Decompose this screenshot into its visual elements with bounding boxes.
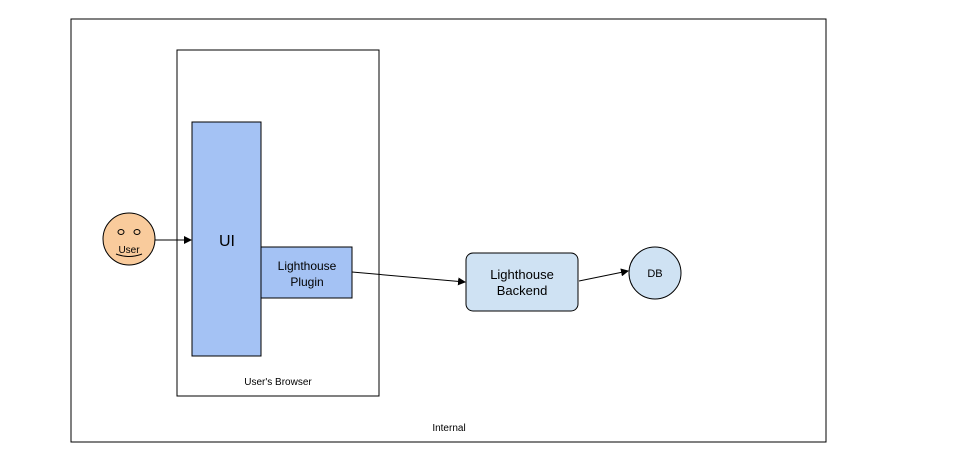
arrow-backend-to-db — [578, 268, 629, 282]
backend-label-line1: Lighthouse — [490, 267, 554, 282]
plugin-label-line2: Plugin — [290, 275, 323, 289]
internal-label: Internal — [432, 423, 465, 434]
browser-container: User's Browser — [176, 49, 380, 397]
backend-node: Lighthouse Backend — [465, 252, 579, 312]
db-label: DB — [647, 268, 662, 280]
ui-node: UI — [191, 121, 262, 357]
db-node: DB — [628, 246, 682, 300]
plugin-label-line1: Lighthouse — [278, 259, 337, 273]
user-right-eye-icon — [133, 229, 141, 235]
ui-label: UI — [219, 233, 235, 250]
user-node: User — [102, 212, 156, 266]
backend-label-line2: Backend — [497, 283, 548, 298]
browser-label: User's Browser — [244, 377, 312, 388]
plugin-box — [260, 246, 353, 299]
user-face-icon — [102, 212, 156, 266]
user-smile-icon — [115, 253, 143, 257]
internal-boundary: Internal — [70, 18, 827, 443]
db-circle — [628, 246, 682, 300]
backend-box — [465, 252, 579, 312]
user-label: User — [118, 245, 140, 256]
plugin-node: Lighthouse Plugin — [260, 246, 353, 299]
ui-box — [191, 121, 262, 357]
user-left-eye-icon — [117, 229, 125, 235]
arrow-plugin-to-backend — [351, 271, 466, 286]
